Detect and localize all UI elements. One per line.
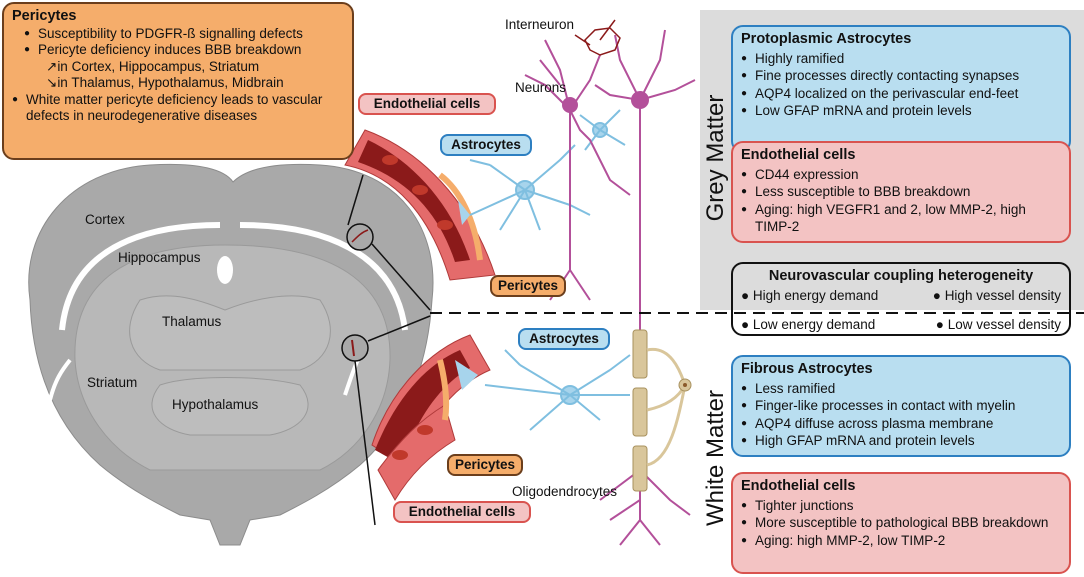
coupling-white-left: ● Low energy demand [741, 317, 876, 332]
label-hypothalamus: Hypothalamus [172, 397, 259, 412]
label-striatum: Striatum [87, 375, 138, 390]
protoplasmic-item: Fine processes directly contacting synap… [741, 67, 1061, 85]
label-hippocampus: Hippocampus [118, 250, 201, 265]
grey-endothelial-box: Endothelial cells CD44 expression Less s… [731, 141, 1071, 243]
protoplasmic-title: Protoplasmic Astrocytes [741, 31, 912, 47]
ventricle [217, 256, 233, 284]
protoplasmic-item: Low GFAP mRNA and protein levels [741, 102, 1061, 120]
tag-astrocytes-bottom: Astrocytes [518, 328, 610, 350]
label-oligodendrocytes: Oligodendrocytes [512, 484, 618, 499]
arrow-up-icon: ↗ [46, 58, 58, 74]
myelinated-axon [632, 329, 692, 492]
protoplasmic-item: AQP4 localized on the perivascular end-f… [741, 85, 1061, 103]
interneuron [574, 19, 621, 56]
pericytes-item: Pericyte deficiency induces BBB breakdow… [24, 42, 344, 59]
hypothalamus-shape [151, 377, 309, 436]
zoom-circle-bottom [341, 334, 369, 362]
grey-endothelial-item: Aging: high VEGFR1 and 2, low MMP-2, hig… [741, 201, 1061, 236]
coupling-title: Neurovascular coupling heterogeneity [768, 268, 1034, 284]
fibrous-item: Finger-like processes in contact with my… [741, 397, 1061, 415]
fibrous-item: Less ramified [741, 380, 1061, 398]
astrocyte-top [469, 144, 591, 231]
pericytes-item: Susceptibility to PDGFR-ß signalling def… [24, 26, 344, 43]
white-endothelial-item: Tighter junctions [741, 497, 1061, 515]
white-endothelial-item: More susceptible to pathological BBB bre… [741, 514, 1061, 532]
tag-endothelial-top: Endothelial cells [358, 93, 496, 115]
label-interneuron: Interneuron [505, 17, 575, 32]
astrocyte-mid [579, 109, 626, 151]
fibrous-astrocytes-box: Fibrous Astrocytes Less ramified Finger-… [731, 355, 1071, 457]
regions-up: in Cortex, Hippocampus, Striatum [57, 58, 260, 74]
protoplasmic-astrocytes-box: Protoplasmic Astrocytes Highly ramified … [731, 25, 1071, 153]
label-neurons: Neurons [515, 80, 567, 95]
vessel-top [344, 129, 496, 281]
tag-astrocytes-top: Astrocytes [440, 134, 532, 156]
white-matter-label: White Matter [702, 389, 729, 527]
regions-down: in Thalamus, Hypothalamus, Midbrain [57, 75, 284, 90]
arrow-down-icon: ↘ [46, 75, 58, 90]
white-endothelial-title: Endothelial cells [741, 478, 856, 494]
tag-endothelial-bottom: Endothelial cells [393, 501, 531, 523]
grey-matter-label: Grey Matter [702, 94, 729, 222]
label-cortex: Cortex [85, 212, 125, 227]
tag-pericytes-bottom: Pericytes [447, 454, 523, 476]
white-endothelial-item: Aging: high MMP-2, low TIMP-2 [741, 532, 1061, 550]
pericytes-box: Pericytes Susceptibility to PDGFR-ß sign… [2, 2, 354, 160]
vessel-bottom [371, 334, 491, 501]
thalamus-shape [129, 295, 331, 371]
white-endothelial-box: Endothelial cells Tighter junctions More… [731, 472, 1071, 574]
astrocyte-bottom [484, 349, 631, 431]
grey-endothelial-item: Less susceptible to BBB breakdown [741, 183, 1061, 201]
coupling-grey-right: ● High vessel density [932, 287, 1061, 303]
fibrous-title: Fibrous Astrocytes [741, 361, 873, 377]
neurons [524, 29, 696, 546]
grey-endothelial-title: Endothelial cells [741, 147, 856, 163]
fibrous-item: AQP4 diffuse across plasma membrane [741, 415, 1061, 433]
corpus-callosum [59, 222, 408, 331]
grey-endothelial-item: CD44 expression [741, 166, 1061, 184]
protoplasmic-item: Highly ramified [741, 50, 1061, 68]
label-thalamus: Thalamus [162, 314, 222, 329]
coupling-grey-left: ● High energy demand [741, 287, 879, 303]
coupling-box: Neurovascular coupling heterogeneity ● H… [731, 262, 1071, 336]
pericytes-title: Pericytes [12, 8, 77, 24]
fibrous-item: High GFAP mRNA and protein levels [741, 432, 1061, 450]
brain-section [28, 163, 434, 546]
zoom-circle-top [346, 223, 374, 251]
coupling-white-right: ● Low vessel density [935, 317, 1061, 332]
pericytes-item: White matter pericyte deficiency leads t… [12, 92, 344, 125]
tag-pericytes-top: Pericytes [490, 275, 566, 297]
striatum-arc-left [48, 358, 72, 401]
